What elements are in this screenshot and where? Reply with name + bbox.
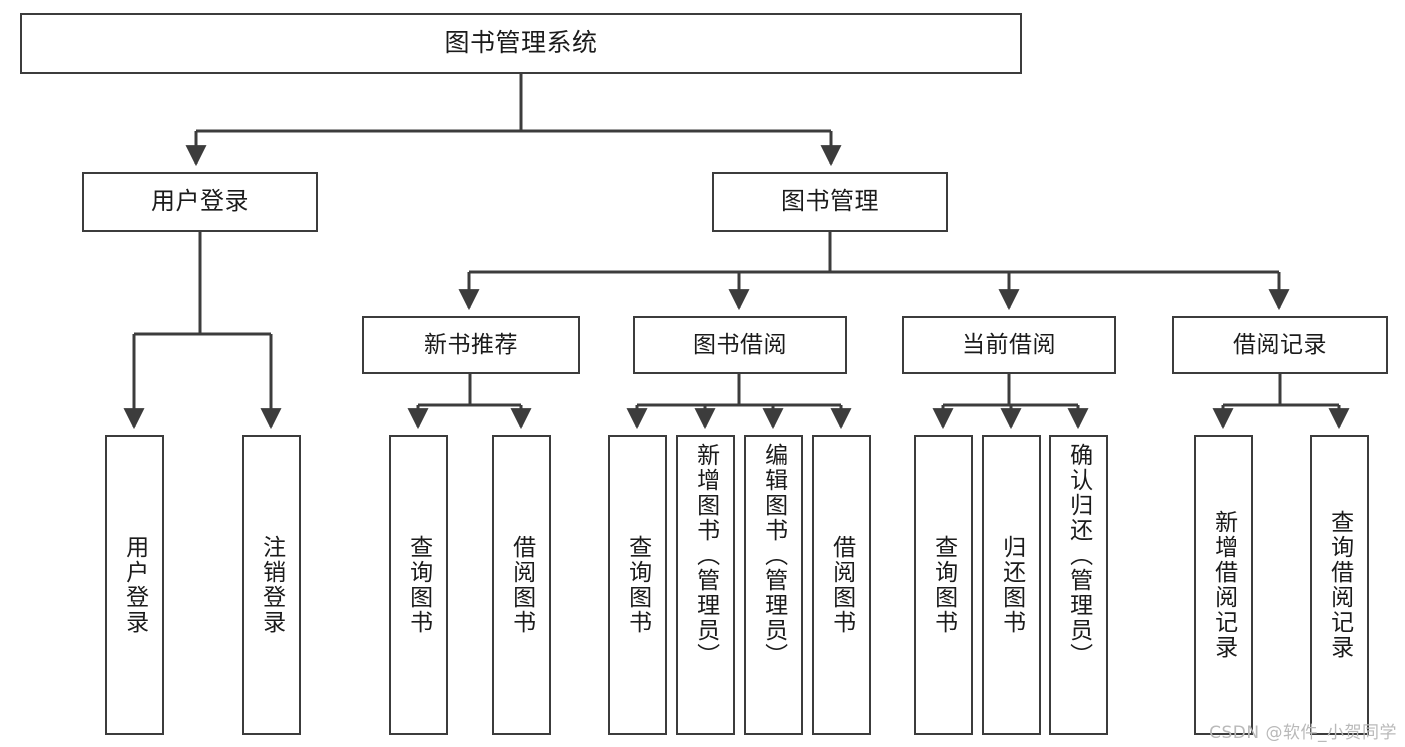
- node-label: 借阅图书: [508, 535, 535, 635]
- node-current-borrow[interactable]: 当前借阅: [902, 316, 1116, 374]
- node-label: 查询借阅记录: [1326, 510, 1353, 660]
- leaf-borrow-add-book-admin[interactable]: 新增图书（管理员）: [676, 435, 735, 735]
- leaf-borrow-borrow-book[interactable]: 借阅图书: [812, 435, 871, 735]
- node-root-system[interactable]: 图书管理系统: [20, 13, 1022, 74]
- leaf-user-login[interactable]: 用户登录: [105, 435, 164, 735]
- node-label: 新增借阅记录: [1210, 510, 1237, 660]
- node-label: 借阅记录: [1233, 331, 1327, 358]
- leaf-logout[interactable]: 注销登录: [242, 435, 301, 735]
- node-user-login[interactable]: 用户登录: [82, 172, 318, 232]
- node-label: 借阅图书: [828, 535, 855, 635]
- node-label: 确认归还（管理员）: [1065, 443, 1092, 668]
- node-label: 图书管理: [781, 187, 879, 216]
- node-label: 用户登录: [121, 535, 148, 635]
- node-label: 当前借阅: [962, 331, 1056, 358]
- leaf-borrow-query-book[interactable]: 查询图书: [608, 435, 667, 735]
- node-label: 用户登录: [151, 187, 249, 216]
- node-label: 编辑图书（管理员）: [760, 443, 787, 668]
- leaf-recommend-query-book[interactable]: 查询图书: [389, 435, 448, 735]
- node-borrow-record[interactable]: 借阅记录: [1172, 316, 1388, 374]
- node-label: 新增图书（管理员）: [692, 443, 719, 668]
- node-label: 查询图书: [930, 535, 957, 635]
- node-label: 查询图书: [405, 535, 432, 635]
- node-label: 图书管理系统: [444, 28, 598, 58]
- node-book-management[interactable]: 图书管理: [712, 172, 948, 232]
- node-label: 查询图书: [624, 535, 651, 635]
- node-new-book-recommend[interactable]: 新书推荐: [362, 316, 580, 374]
- node-label: 图书借阅: [693, 331, 787, 358]
- node-book-borrow[interactable]: 图书借阅: [633, 316, 847, 374]
- node-label: 归还图书: [998, 535, 1025, 635]
- node-label: 注销登录: [258, 535, 285, 635]
- leaf-record-query-record[interactable]: 查询借阅记录: [1310, 435, 1369, 735]
- leaf-recommend-borrow-book[interactable]: 借阅图书: [492, 435, 551, 735]
- leaf-borrow-edit-book-admin[interactable]: 编辑图书（管理员）: [744, 435, 803, 735]
- leaf-current-query-book[interactable]: 查询图书: [914, 435, 973, 735]
- node-label: 新书推荐: [424, 331, 518, 358]
- leaf-current-confirm-return-admin[interactable]: 确认归还（管理员）: [1049, 435, 1108, 735]
- leaf-record-add-record[interactable]: 新增借阅记录: [1194, 435, 1253, 735]
- leaf-current-return-book[interactable]: 归还图书: [982, 435, 1041, 735]
